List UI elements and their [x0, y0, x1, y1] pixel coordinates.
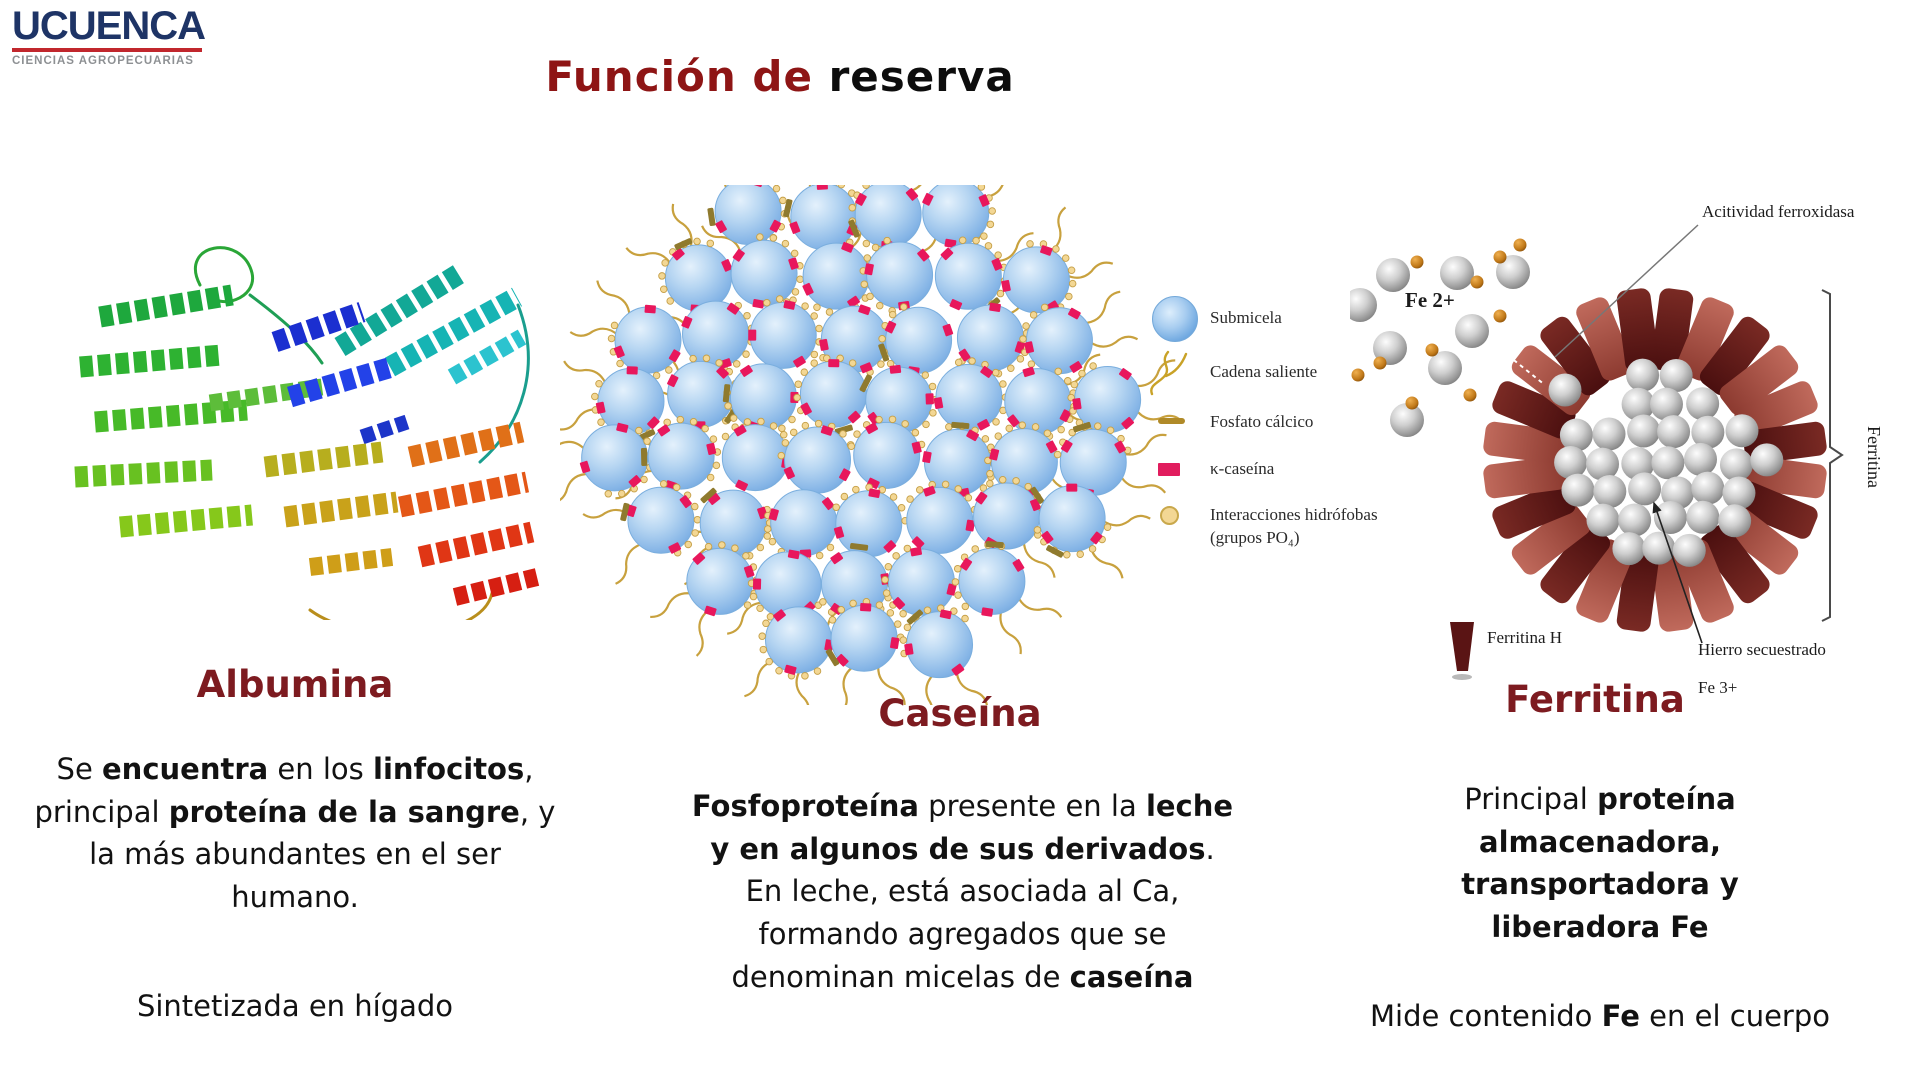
- legend-label: κ-caseína: [1210, 459, 1275, 478]
- casein-micelle-image: [560, 185, 1180, 705]
- albumina-heading: Albumina: [196, 663, 394, 706]
- legend-label: Cadena saliente: [1210, 362, 1318, 381]
- ferritina-h-shadow: [1452, 674, 1472, 680]
- cadena-saliente-icon: [1150, 350, 1188, 396]
- logo-wordmark: UCUENCA: [12, 4, 206, 48]
- albumina-note: Sintetizada en hígado: [136, 989, 454, 1023]
- ferritin-diagram-image: Acitividad ferroxidasa Fe 2+ Ferritina F…: [1350, 202, 1884, 697]
- slide-title: Función de reserva: [480, 52, 1080, 101]
- ferritina-h-label: Ferritina H: [1487, 628, 1562, 647]
- slide-title-black: reserva: [828, 52, 1015, 101]
- interacciones-hidrofobas-icon: [1160, 506, 1179, 525]
- hierro-label: Hierro secuestrado: [1698, 640, 1826, 659]
- logo-underline: [12, 48, 202, 52]
- fe3-label: Fe 3+: [1698, 678, 1737, 697]
- albumin-structure-image: [74, 246, 540, 620]
- fe2-label: Fe 2+: [1405, 288, 1455, 312]
- legend-label: Submicela: [1210, 308, 1282, 327]
- caseina-heading: Caseína: [878, 692, 1042, 735]
- hierro-arrow: [1652, 501, 1703, 644]
- ferritina-side-label: Ferritina: [1864, 426, 1884, 488]
- logo-subtitle: CIENCIAS AGROPECUARIAS: [12, 55, 194, 67]
- ferritina-body: Principal proteína almacenadora, transpo…: [1461, 782, 1739, 944]
- albumina-body: Se encuentra en los linfocitos, principa…: [34, 752, 556, 914]
- submicela-swatch-icon: [1152, 296, 1198, 342]
- ferritina-bracket: [1821, 289, 1844, 622]
- legend-label-line2: (grupos PO₄): [1210, 528, 1300, 547]
- ferroxidasa-label: Acitividad ferroxidasa: [1702, 202, 1855, 221]
- fosfato-calcico-icon: [1158, 418, 1185, 424]
- ferroxidase-leader-line: [1554, 224, 1699, 358]
- ferroxidase-dashed-arrow: [1494, 344, 1546, 386]
- ferritina-note: Mide contenido Fe en el cuerpo: [1370, 999, 1830, 1033]
- legend-label: Fosfato cálcico: [1210, 412, 1314, 431]
- kappa-caseina-icon: [1158, 463, 1180, 476]
- ucuenca-logo: UCUENCA CIENCIAS AGROPECUARIAS: [12, 4, 206, 67]
- slide-title-red: Función de: [545, 52, 829, 101]
- ferritina-h-wedge-icon: [1450, 622, 1474, 671]
- ferritina-heading: Ferritina: [1505, 678, 1685, 721]
- caseina-body: Fosfoproteína presente en la leche y en …: [691, 789, 1234, 994]
- legend-label: Interacciones hidrófobas: [1210, 505, 1378, 524]
